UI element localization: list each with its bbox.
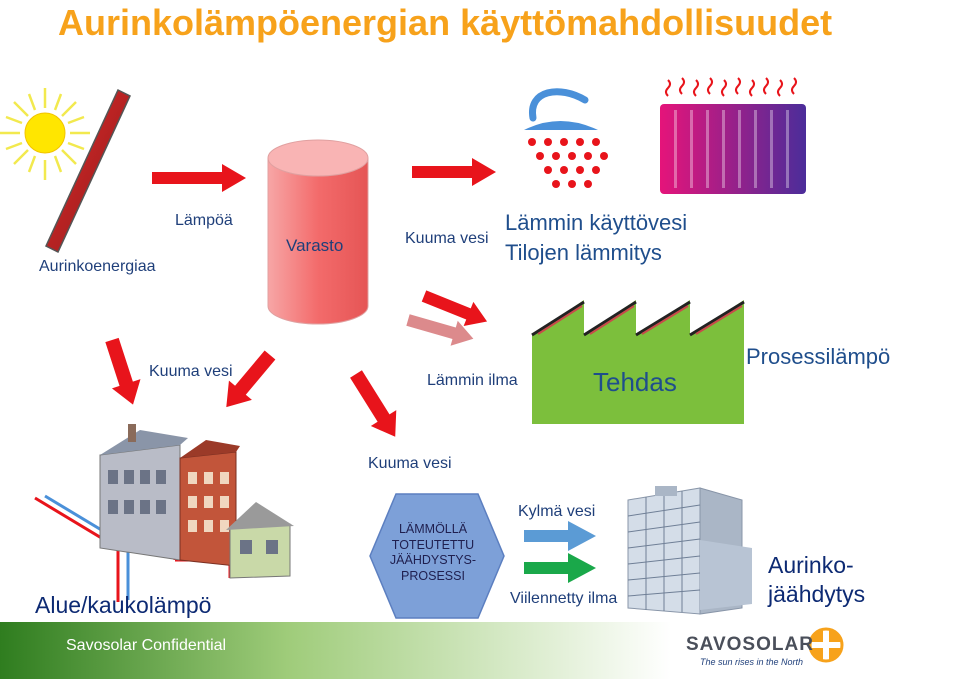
label-jaahdytys: jäähdytys bbox=[768, 581, 866, 607]
label-kuuma-vesi-mid: Kuuma vesi bbox=[368, 455, 452, 472]
label-lammin-ilma: Lämmin ilma bbox=[427, 372, 518, 389]
storage-tank-icon bbox=[267, 139, 369, 325]
arrow-tank-to-shower bbox=[412, 158, 496, 186]
factory-icon bbox=[531, 300, 745, 424]
label-kuuma-vesi-left: Kuuma vesi bbox=[149, 363, 233, 380]
footer-confidential: Savosolar Confidential bbox=[66, 637, 227, 654]
hexagon-line-2: TOTEUTETTU bbox=[391, 537, 475, 552]
hexagon-text: LÄMMÖLLÄ TOTEUTETTU JÄÄHDYSTYS- PROSESSI bbox=[378, 522, 488, 585]
shower-icon bbox=[524, 88, 608, 188]
savosolar-tagline: The sun rises in the North bbox=[700, 657, 804, 667]
page-title: Aurinkolämpöenergian käyttömahdollisuude… bbox=[58, 2, 833, 43]
savosolar-logo-text: SAVOSOLAR bbox=[686, 634, 814, 655]
arrow-down-to-cooling bbox=[350, 370, 397, 437]
arrow-collector-to-tank bbox=[152, 164, 246, 192]
label-kylma-vesi: Kylmä vesi bbox=[518, 503, 596, 520]
radiator-icon bbox=[660, 77, 806, 194]
label-tehdas: Tehdas bbox=[593, 367, 677, 397]
arrow-cooled-air bbox=[524, 553, 596, 583]
cooling-process-hexagon bbox=[369, 493, 505, 619]
hexagon-line-1: LÄMMÖLLÄ bbox=[398, 522, 468, 536]
label-prosessilampo: Prosessilämpö bbox=[746, 344, 891, 369]
label-viilennetty-ilma: Viilennetty ilma bbox=[510, 590, 618, 607]
arrow-tank-to-factory bbox=[421, 290, 488, 327]
label-varasto: Varasto bbox=[286, 236, 344, 255]
savosolar-logo-icon bbox=[808, 627, 844, 663]
footer-band bbox=[0, 622, 959, 679]
hexagon-line-3: JÄÄHDYSTYS- bbox=[389, 553, 477, 568]
label-lampoa: Lämpöä bbox=[175, 212, 233, 229]
label-tilojen-lammitys: Tilojen lämmitys bbox=[505, 240, 662, 265]
solar-collector-icon bbox=[45, 88, 131, 254]
arrow-down-left-1 bbox=[105, 337, 141, 405]
sun-icon bbox=[0, 88, 90, 180]
label-aurinko: Aurinko- bbox=[768, 552, 854, 578]
arrow-cold-water bbox=[524, 521, 596, 551]
office-building-icon bbox=[627, 486, 752, 615]
arrow-warm-air bbox=[406, 314, 474, 346]
houses-icon bbox=[99, 424, 294, 579]
label-alue-kaukolampo: Alue/kaukolämpö bbox=[35, 592, 212, 618]
label-lammin-kayttovesi: Lämmin käyttövesi bbox=[505, 210, 688, 235]
label-kuuma-vesi-top: Kuuma vesi bbox=[405, 230, 489, 247]
label-aurinkoenergiaa: Aurinkoenergiaa bbox=[39, 258, 156, 275]
arrow-down-left-2 bbox=[226, 350, 276, 408]
hexagon-line-4: PROSESSI bbox=[401, 568, 465, 583]
